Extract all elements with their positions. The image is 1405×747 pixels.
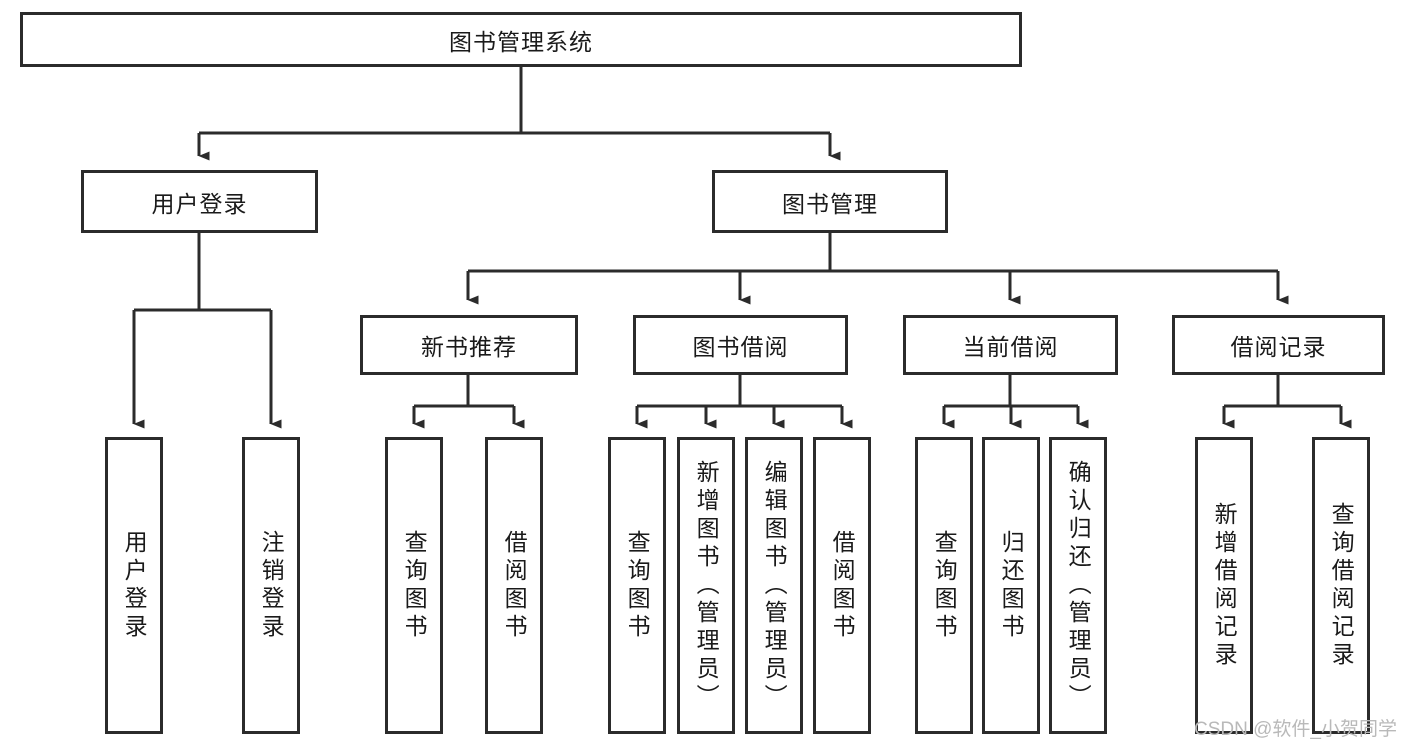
node-root[interactable]: 图书管理系统 xyxy=(20,12,1022,67)
leaf-add-borrow-record[interactable]: 新增借阅记录 xyxy=(1195,437,1253,734)
node-label: 新书推荐 xyxy=(421,334,517,360)
leaf-add-book-admin[interactable]: 新增图书（管理员） xyxy=(677,437,735,734)
node-book-management[interactable]: 图书管理 xyxy=(712,170,948,233)
node-label: 归还图书 xyxy=(998,529,1025,642)
node-label: 查询图书 xyxy=(401,529,428,642)
node-label: 借阅图书 xyxy=(829,529,856,642)
csdn-watermark: CSDN @软件_小贺同学 xyxy=(1194,719,1397,740)
node-label: 新增图书（管理员） xyxy=(693,459,720,712)
leaf-confirm-return-admin[interactable]: 确认归还（管理员） xyxy=(1049,437,1107,734)
node-label: 图书借阅 xyxy=(692,334,789,360)
node-label: 用户登录 xyxy=(151,190,248,217)
node-label: 查询图书 xyxy=(624,529,651,642)
node-book-borrow[interactable]: 图书借阅 xyxy=(633,315,848,375)
node-label: 确认归还（管理员） xyxy=(1065,459,1092,712)
leaf-borrow-book-recommend[interactable]: 借阅图书 xyxy=(485,437,543,734)
leaf-return-book[interactable]: 归还图书 xyxy=(982,437,1040,734)
leaf-user-login[interactable]: 用户登录 xyxy=(105,437,163,734)
leaf-edit-book-admin[interactable]: 编辑图书（管理员） xyxy=(745,437,803,734)
node-label: 查询借阅记录 xyxy=(1328,501,1355,670)
node-label: 当前借阅 xyxy=(962,334,1059,360)
leaf-logout[interactable]: 注销登录 xyxy=(242,437,300,734)
node-label: 图书管理 xyxy=(782,190,878,217)
node-label: 编辑图书（管理员） xyxy=(761,459,788,712)
node-label: 查询图书 xyxy=(931,529,958,642)
node-current-borrow[interactable]: 当前借阅 xyxy=(903,315,1118,375)
node-new-book-recommend[interactable]: 新书推荐 xyxy=(360,315,578,375)
node-label: 图书管理系统 xyxy=(449,28,593,55)
leaf-borrow-book[interactable]: 借阅图书 xyxy=(813,437,871,734)
leaf-query-book-current[interactable]: 查询图书 xyxy=(915,437,973,734)
leaf-query-book-recommend[interactable]: 查询图书 xyxy=(385,437,443,734)
node-label: 借阅图书 xyxy=(501,529,528,642)
node-label: 用户登录 xyxy=(121,529,148,642)
leaf-query-book-borrow[interactable]: 查询图书 xyxy=(608,437,666,734)
leaf-query-borrow-record[interactable]: 查询借阅记录 xyxy=(1312,437,1370,734)
node-label: 借阅记录 xyxy=(1230,334,1327,360)
node-user-login[interactable]: 用户登录 xyxy=(81,170,318,233)
node-borrow-records[interactable]: 借阅记录 xyxy=(1172,315,1385,375)
node-label: 注销登录 xyxy=(258,529,285,642)
node-label: 新增借阅记录 xyxy=(1211,501,1238,670)
